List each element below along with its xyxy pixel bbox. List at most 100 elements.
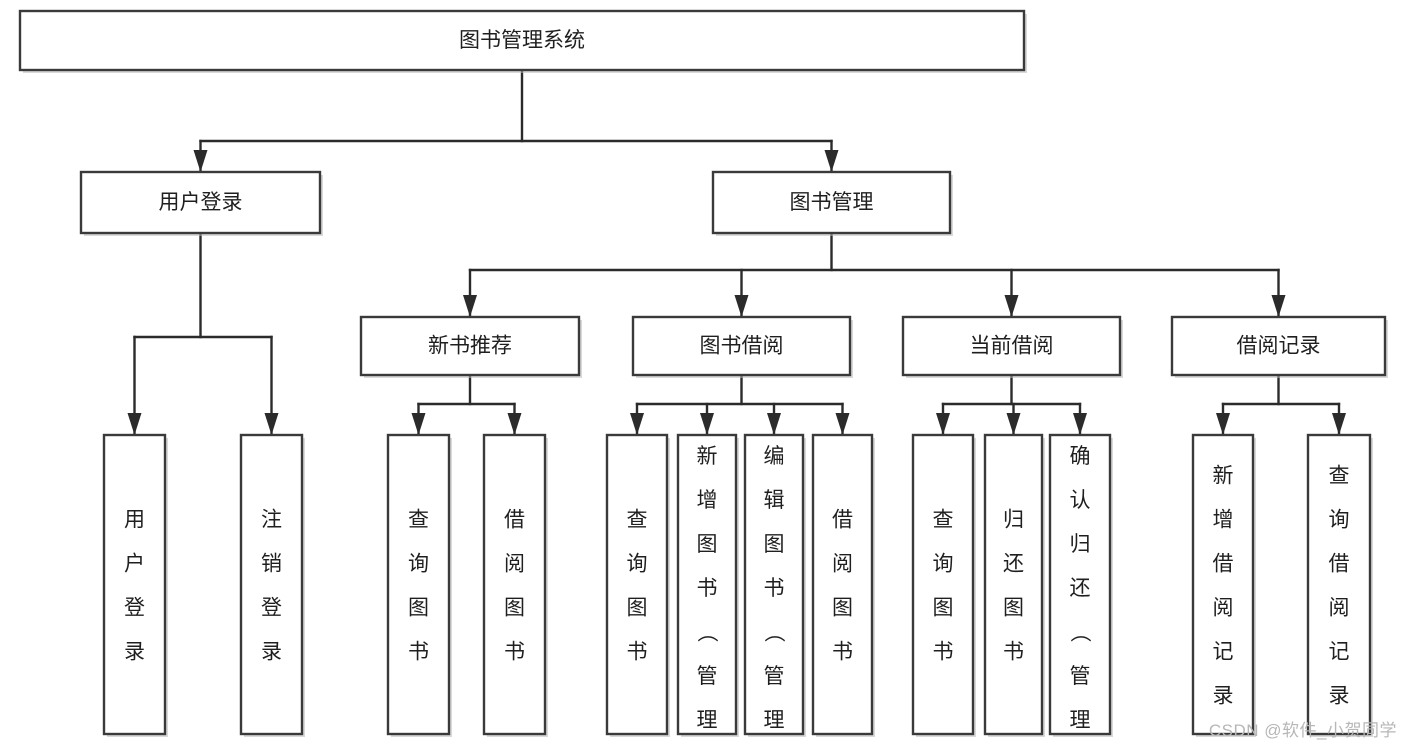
svg-text:查: 查 (933, 509, 954, 532)
svg-text:阅: 阅 (1329, 597, 1350, 620)
root-node-box[interactable] (18, 9, 1026, 72)
leaf-node-box-leaf-user-logout[interactable] (239, 433, 304, 736)
svg-text:询: 询 (408, 553, 429, 576)
svg-text:查: 查 (1329, 465, 1350, 488)
leaf-node-box-leaf-query-borrow-record[interactable] (1306, 433, 1372, 736)
leaf-node-box-leaf-add-book[interactable] (676, 433, 738, 736)
level2-node-box-borrow-record[interactable] (1170, 315, 1387, 377)
level1-node-box-book-management[interactable] (711, 170, 952, 235)
leaf-node-box-leaf-query-book-1[interactable] (386, 433, 451, 736)
svg-text:书: 书 (933, 641, 954, 664)
svg-text:增: 增 (697, 489, 718, 512)
leaf-node-box-leaf-return-book[interactable] (983, 433, 1044, 736)
svg-text:书: 书 (408, 641, 429, 664)
svg-text:询: 询 (933, 553, 954, 576)
box-layer (18, 9, 1388, 737)
leaf-node-box-leaf-borrow-book-2[interactable] (811, 433, 874, 736)
svg-text:录: 录 (1213, 685, 1234, 708)
new-book-recommend-to-leaves-arrow-1 (507, 413, 522, 435)
user-login-to-leaves-arrow-0 (127, 413, 142, 435)
level1-node-box-user-login[interactable] (79, 170, 322, 235)
svg-text:辑: 辑 (764, 489, 785, 512)
svg-text:（: （ (762, 622, 785, 643)
svg-text:还: 还 (1003, 553, 1024, 576)
level2-node-label-new-book-recommend: 新书推荐 (428, 335, 512, 358)
level2-node-box-current-borrow[interactable] (901, 315, 1122, 377)
svg-text:认: 认 (1070, 489, 1091, 512)
svg-text:图: 图 (504, 597, 525, 620)
leaf-node-box-leaf-query-book-2[interactable] (605, 433, 669, 736)
svg-text:管: 管 (697, 665, 718, 688)
level2-node-box-book-borrow[interactable] (631, 315, 852, 377)
svg-text:查: 查 (408, 509, 429, 532)
svg-text:用: 用 (124, 509, 145, 532)
svg-text:书: 书 (627, 641, 648, 664)
svg-text:借: 借 (504, 509, 525, 532)
level2-node-label-book-borrow: 图书借阅 (700, 335, 784, 358)
svg-text:（: （ (1068, 622, 1091, 643)
svg-text:确: 确 (1070, 445, 1091, 468)
svg-text:阅: 阅 (1213, 597, 1234, 620)
root-to-level1-arrow-1 (824, 150, 839, 172)
svg-text:记: 记 (1329, 641, 1350, 664)
svg-text:登: 登 (261, 597, 282, 620)
borrow-record-to-leaves-arrow-1 (1332, 413, 1346, 435)
leaf-node-box-leaf-add-borrow-record[interactable] (1191, 433, 1255, 736)
leaf-node-box-leaf-query-book-3[interactable] (911, 433, 975, 736)
svg-text:销: 销 (261, 553, 282, 576)
book-management-to-level2-arrow-1 (734, 295, 749, 317)
leaf-node-box-leaf-confirm-return[interactable] (1048, 433, 1112, 736)
connector-layer (127, 68, 1346, 436)
svg-text:借: 借 (1329, 553, 1350, 576)
svg-text:图: 图 (933, 597, 954, 620)
label-layer: 图书管理系统用户登录图书管理新书推荐图书借阅当前借阅借阅记录用户登录注销登录查询… (124, 29, 1350, 732)
level1-node-label-book-management: 图书管理 (790, 191, 874, 214)
svg-text:归: 归 (1003, 509, 1024, 532)
leaf-node-box-leaf-borrow-book-1[interactable] (482, 433, 547, 736)
book-management-to-level2-arrow-0 (463, 295, 477, 317)
svg-text:图: 图 (832, 597, 853, 620)
svg-text:录: 录 (124, 641, 145, 664)
level2-node-box-new-book-recommend[interactable] (359, 315, 581, 377)
svg-text:图: 图 (408, 597, 429, 620)
svg-text:书: 书 (697, 577, 718, 600)
svg-text:书: 书 (764, 577, 785, 600)
book-management-to-level2-arrow-2 (1004, 295, 1019, 317)
svg-text:录: 录 (261, 641, 282, 664)
svg-text:登: 登 (124, 597, 145, 620)
new-book-recommend-to-leaves-arrow-0 (411, 413, 426, 435)
svg-text:理: 理 (697, 709, 718, 732)
svg-text:借: 借 (1213, 553, 1234, 576)
book-borrow-to-leaves-arrow-2 (767, 413, 781, 435)
svg-text:理: 理 (764, 709, 785, 732)
current-borrow-to-leaves-arrow-0 (936, 413, 950, 435)
book-management-to-level2-arrow-3 (1271, 295, 1286, 317)
current-borrow-to-leaves-arrow-2 (1073, 413, 1087, 435)
book-borrow-to-leaves-arrow-3 (835, 413, 850, 435)
svg-text:编: 编 (764, 445, 785, 468)
leaf-node-box-leaf-user-login[interactable] (102, 433, 167, 736)
level2-node-label-borrow-record: 借阅记录 (1237, 335, 1321, 358)
leaf-node-label-leaf-user-login: 用户登录 (124, 509, 145, 664)
svg-text:查: 查 (627, 509, 648, 532)
svg-text:管: 管 (1070, 665, 1091, 688)
leaf-node-box-leaf-edit-book[interactable] (743, 433, 805, 736)
svg-text:户: 户 (124, 553, 145, 576)
svg-text:新: 新 (1213, 465, 1234, 488)
svg-text:录: 录 (1329, 685, 1350, 708)
svg-text:书: 书 (832, 641, 853, 664)
svg-text:阅: 阅 (832, 553, 853, 576)
svg-text:询: 询 (1329, 509, 1350, 532)
csdn-watermark: CSDN @软件_小贺同学 (1208, 721, 1397, 740)
